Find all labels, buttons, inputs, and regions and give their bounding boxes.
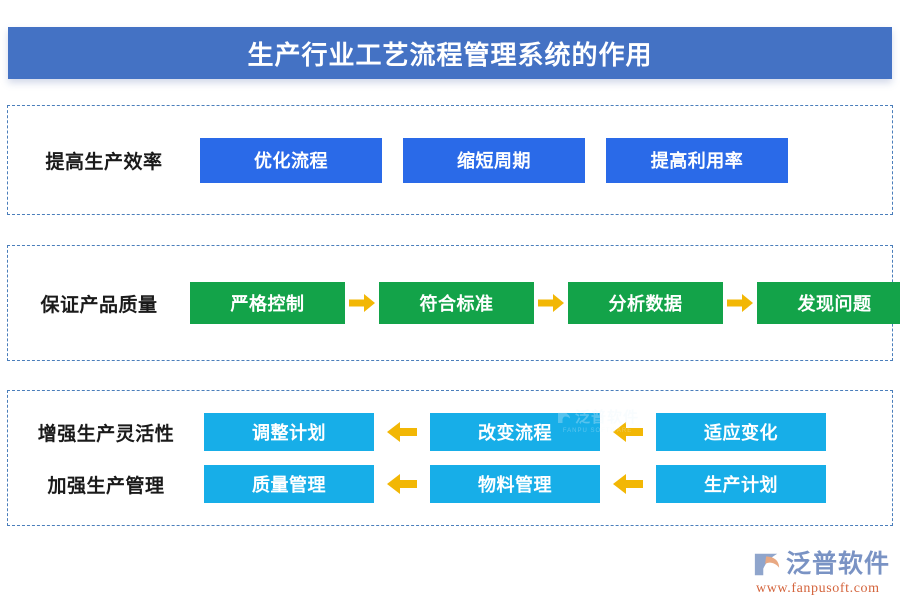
node-group: 严格控制 符合标准 分析数据 发现问题	[190, 282, 900, 324]
section-label-production-management: 加强生产管理	[47, 475, 165, 497]
arrow-left-icon	[613, 474, 643, 494]
node-production-plan[interactable]: 生产计划	[656, 465, 826, 503]
section-row: 提高生产效率 优化流程 缩短周期 提高利用率	[8, 106, 892, 214]
arrow-left-slot	[374, 473, 430, 495]
node-group: 调整计划 改变流程 适应变化	[204, 413, 892, 451]
brand-top: 泛普软件	[752, 550, 890, 578]
arrow-left-slot	[600, 473, 656, 495]
brand-name: 泛普软件	[786, 549, 891, 578]
arrow-right-icon	[727, 294, 753, 312]
brand-url: www.fanpusoft.com	[756, 581, 880, 596]
fanpu-logo-icon	[754, 553, 780, 576]
node-quality-management[interactable]: 质量管理	[204, 465, 374, 503]
node-improve-utilization[interactable]: 提高利用率	[606, 137, 788, 183]
arrow-left-icon	[613, 422, 643, 442]
node-meet-standard[interactable]: 符合标准	[379, 282, 534, 324]
arrow-left-slot	[600, 421, 656, 443]
node-shorten-cycle[interactable]: 缩短周期	[403, 137, 585, 183]
brand-logo: 泛普软件 www.fanpusoft.com	[752, 550, 890, 597]
section-label-production-flexibility: 增强生产灵活性	[37, 423, 175, 445]
section-label-product-quality: 保证产品质量	[40, 294, 158, 316]
node-adjust-plan[interactable]: 调整计划	[204, 413, 374, 451]
section-row: 增强生产灵活性 调整计划 改变流程 适应变化	[8, 411, 892, 453]
node-analyze-data[interactable]: 分析数据	[568, 282, 723, 324]
node-discover-problem[interactable]: 发现问题	[757, 282, 900, 324]
section-production-efficiency: 提高生产效率 优化流程 缩短周期 提高利用率	[7, 105, 893, 215]
section-product-quality: 保证产品质量 严格控制 符合标准 分析数据 发现问题	[7, 245, 900, 361]
arrow-left-icon	[387, 422, 417, 442]
section-row: 保证产品质量 严格控制 符合标准 分析数据 发现问题	[8, 246, 900, 360]
section-label-production-efficiency: 提高生产效率	[45, 151, 163, 173]
node-optimize-process[interactable]: 优化流程	[200, 137, 382, 183]
node-group: 质量管理 物料管理 生产计划	[204, 465, 892, 503]
arrow-right-icon	[538, 294, 564, 312]
arrow-right-slot	[345, 293, 379, 313]
page-title: 生产行业工艺流程管理系统的作用	[247, 39, 653, 70]
arrow-left-icon	[387, 474, 417, 494]
page-title-bar: 生产行业工艺流程管理系统的作用	[8, 27, 892, 79]
node-change-process[interactable]: 改变流程	[430, 413, 600, 451]
section-flexibility-and-management: 增强生产灵活性 调整计划 改变流程 适应变化 加强生产管理	[7, 390, 893, 526]
node-material-management[interactable]: 物料管理	[430, 465, 600, 503]
node-adapt-change[interactable]: 适应变化	[656, 413, 826, 451]
arrow-right-icon	[349, 294, 375, 312]
section-rows: 增强生产灵活性 调整计划 改变流程 适应变化 加强生产管理	[8, 391, 892, 525]
node-group: 优化流程 缩短周期 提高利用率	[200, 137, 892, 183]
section-row: 加强生产管理 质量管理 物料管理 生产计划	[8, 463, 892, 505]
arrow-left-slot	[374, 421, 430, 443]
arrow-right-slot	[534, 293, 568, 313]
arrow-right-slot	[723, 293, 757, 313]
node-strict-control[interactable]: 严格控制	[190, 282, 345, 324]
